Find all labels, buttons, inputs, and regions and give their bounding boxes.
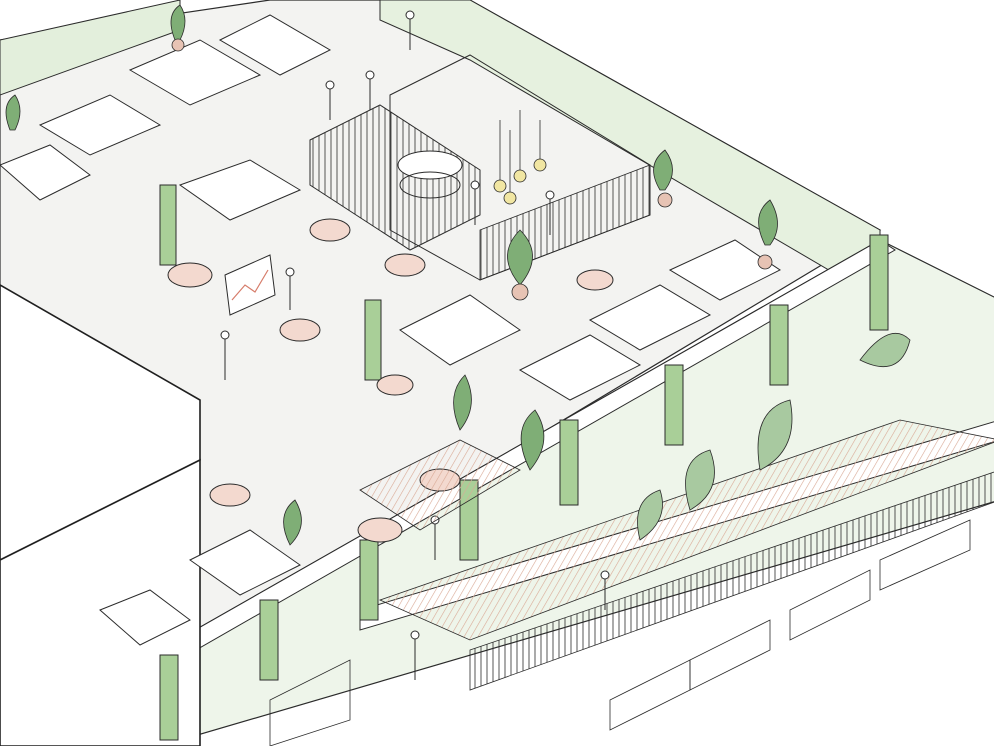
whiteboard-icon — [224, 254, 276, 316]
person-icon — [410, 630, 420, 680]
person-icon — [470, 180, 480, 225]
person-icon — [325, 80, 335, 120]
person-icon — [220, 330, 230, 380]
person-icon — [545, 190, 555, 235]
people — [220, 10, 610, 680]
person-icon — [600, 570, 610, 610]
plants — [5, 4, 911, 546]
person-icon — [365, 70, 375, 110]
lower-terrace-timber — [378, 419, 994, 641]
pendant-lamps — [493, 110, 547, 205]
structural-columns — [159, 184, 889, 741]
service-core-block — [0, 284, 201, 746]
person-icon — [405, 10, 415, 50]
balcony-railing — [469, 471, 994, 691]
lower-windows — [269, 519, 971, 746]
person-icon — [285, 267, 295, 310]
spiral-stair — [309, 104, 481, 251]
lounge-deck — [359, 439, 521, 531]
